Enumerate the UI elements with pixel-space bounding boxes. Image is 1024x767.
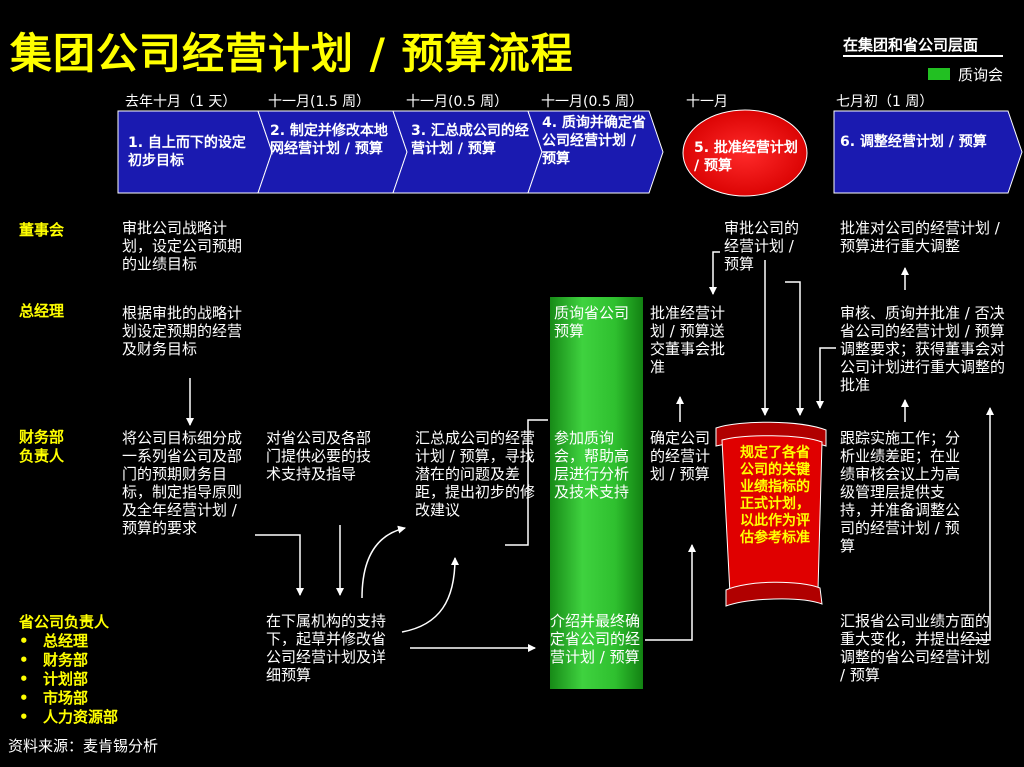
source-note: 资料来源：麦肯锡分析 xyxy=(8,737,159,755)
cell-gm-step1: 根据审批的战略计划设定预期的经营及财务目标 xyxy=(122,304,243,358)
step-4-chevron xyxy=(527,110,664,194)
list-item: 财务部 xyxy=(19,651,129,670)
step-5-ellipse xyxy=(682,109,808,197)
cell-finance-step6: 跟踪实施工作；分析业绩差距；在业绩审核会议上为高级管理层提供支持，并准备调整公司… xyxy=(840,429,961,555)
step-2-label: 2. 制定并修改本地网经营计划 / 预算 xyxy=(270,123,388,157)
list-item: 总经理 xyxy=(19,632,129,651)
timing-3: 十一月(0.5 周） xyxy=(406,94,509,110)
role-gm: 总经理 xyxy=(19,302,65,320)
step-4-label: 4. 质询并确定省公司经营计划 / 预算 xyxy=(542,115,646,167)
role-board: 董事会 xyxy=(19,221,65,239)
cell-board-step6: 批准对公司的经营计划 / 预算进行重大调整 xyxy=(840,219,1000,255)
list-item: 计划部 xyxy=(19,670,129,689)
legend-swatch xyxy=(928,68,950,80)
legend-label: 质询会 xyxy=(958,66,1004,84)
cell-finance-step2: 对省公司及各部门提供必要的技术支持及指导 xyxy=(266,429,372,483)
cell-province-step4: 介绍并最终确定省公司的经营计划 / 预算 xyxy=(550,612,641,666)
cell-finance-step3: 汇总成公司的经营计划 / 预算，寻找潜在的问题及差距，提出初步的修改建议 xyxy=(415,429,536,519)
cell-gm-step4: 质询省公司预算 xyxy=(554,304,630,340)
cell-gm-step6: 审核、质询并批准 / 否决省公司的经营计划 / 预算调整要求；获得董事会对公司计… xyxy=(840,304,1006,394)
page-title: 集团公司经营计划 / 预算流程 xyxy=(10,29,574,78)
role-province-list: 总经理 财务部 计划部 市场部 人力资源部 xyxy=(19,632,129,727)
role-finance: 财务部 负责人 xyxy=(19,428,64,466)
cell-board-step1: 审批公司战略计划，设定公司预期的业绩目标 xyxy=(122,219,243,273)
role-finance-line1: 财务部 xyxy=(19,428,65,446)
timing-1: 去年十月（1 天） xyxy=(125,94,237,110)
cell-province-step6: 汇报省公司业绩方面的重大变化，并提出经过调整的省公司经营计划 / 预算 xyxy=(840,612,991,684)
timing-6: 七月初（1 周） xyxy=(836,94,934,110)
step-6-chevron xyxy=(833,110,1023,194)
inquiry-meeting-column xyxy=(550,297,643,689)
step-1-label: 1. 自上而下的设定初步目标 xyxy=(128,135,246,169)
role-finance-line2: 负责人 xyxy=(19,447,65,465)
step-5-label: 5. 批准经营计划 / 预算 xyxy=(694,140,798,174)
step-3-label: 3. 汇总成公司的经营计划 / 预算 xyxy=(411,123,529,157)
scroll-note: 规定了各省公司的关键业绩指标的正式计划，以此作为评估参考标准 xyxy=(740,445,810,546)
level-underline xyxy=(843,55,1003,57)
list-item: 人力资源部 xyxy=(19,708,129,727)
timing-4: 十一月(0.5 周） xyxy=(541,94,644,110)
cell-finance-step4: 参加质询会，帮助高层进行分析及技术支持 xyxy=(554,429,630,501)
list-item: 市场部 xyxy=(19,689,129,708)
cell-finance-step1: 将公司目标细分成一系列省公司及部门的预期财务目标，制定指导原则及全年经营计划 /… xyxy=(122,429,243,537)
cell-finance-step5: 确定公司的经营计划 / 预算 xyxy=(650,429,711,483)
timing-2: 十一月(1.5 周） xyxy=(268,94,371,110)
cell-province-step2: 在下属机构的支持下，起草并修改省公司经营计划及详细预算 xyxy=(266,612,387,684)
role-province: 省公司负责人 xyxy=(19,613,110,631)
level-label: 在集团和省公司层面 xyxy=(843,36,979,54)
timing-5: 十一月 xyxy=(686,94,728,110)
cell-board-step5: 审批公司的经营计划 / 预算 xyxy=(724,219,800,273)
step-6-label: 6. 调整经营计划 / 预算 xyxy=(840,134,987,150)
cell-gm-step5: 批准经营计划 / 预算送交董事会批准 xyxy=(650,304,726,376)
scroll-banner xyxy=(715,421,827,607)
